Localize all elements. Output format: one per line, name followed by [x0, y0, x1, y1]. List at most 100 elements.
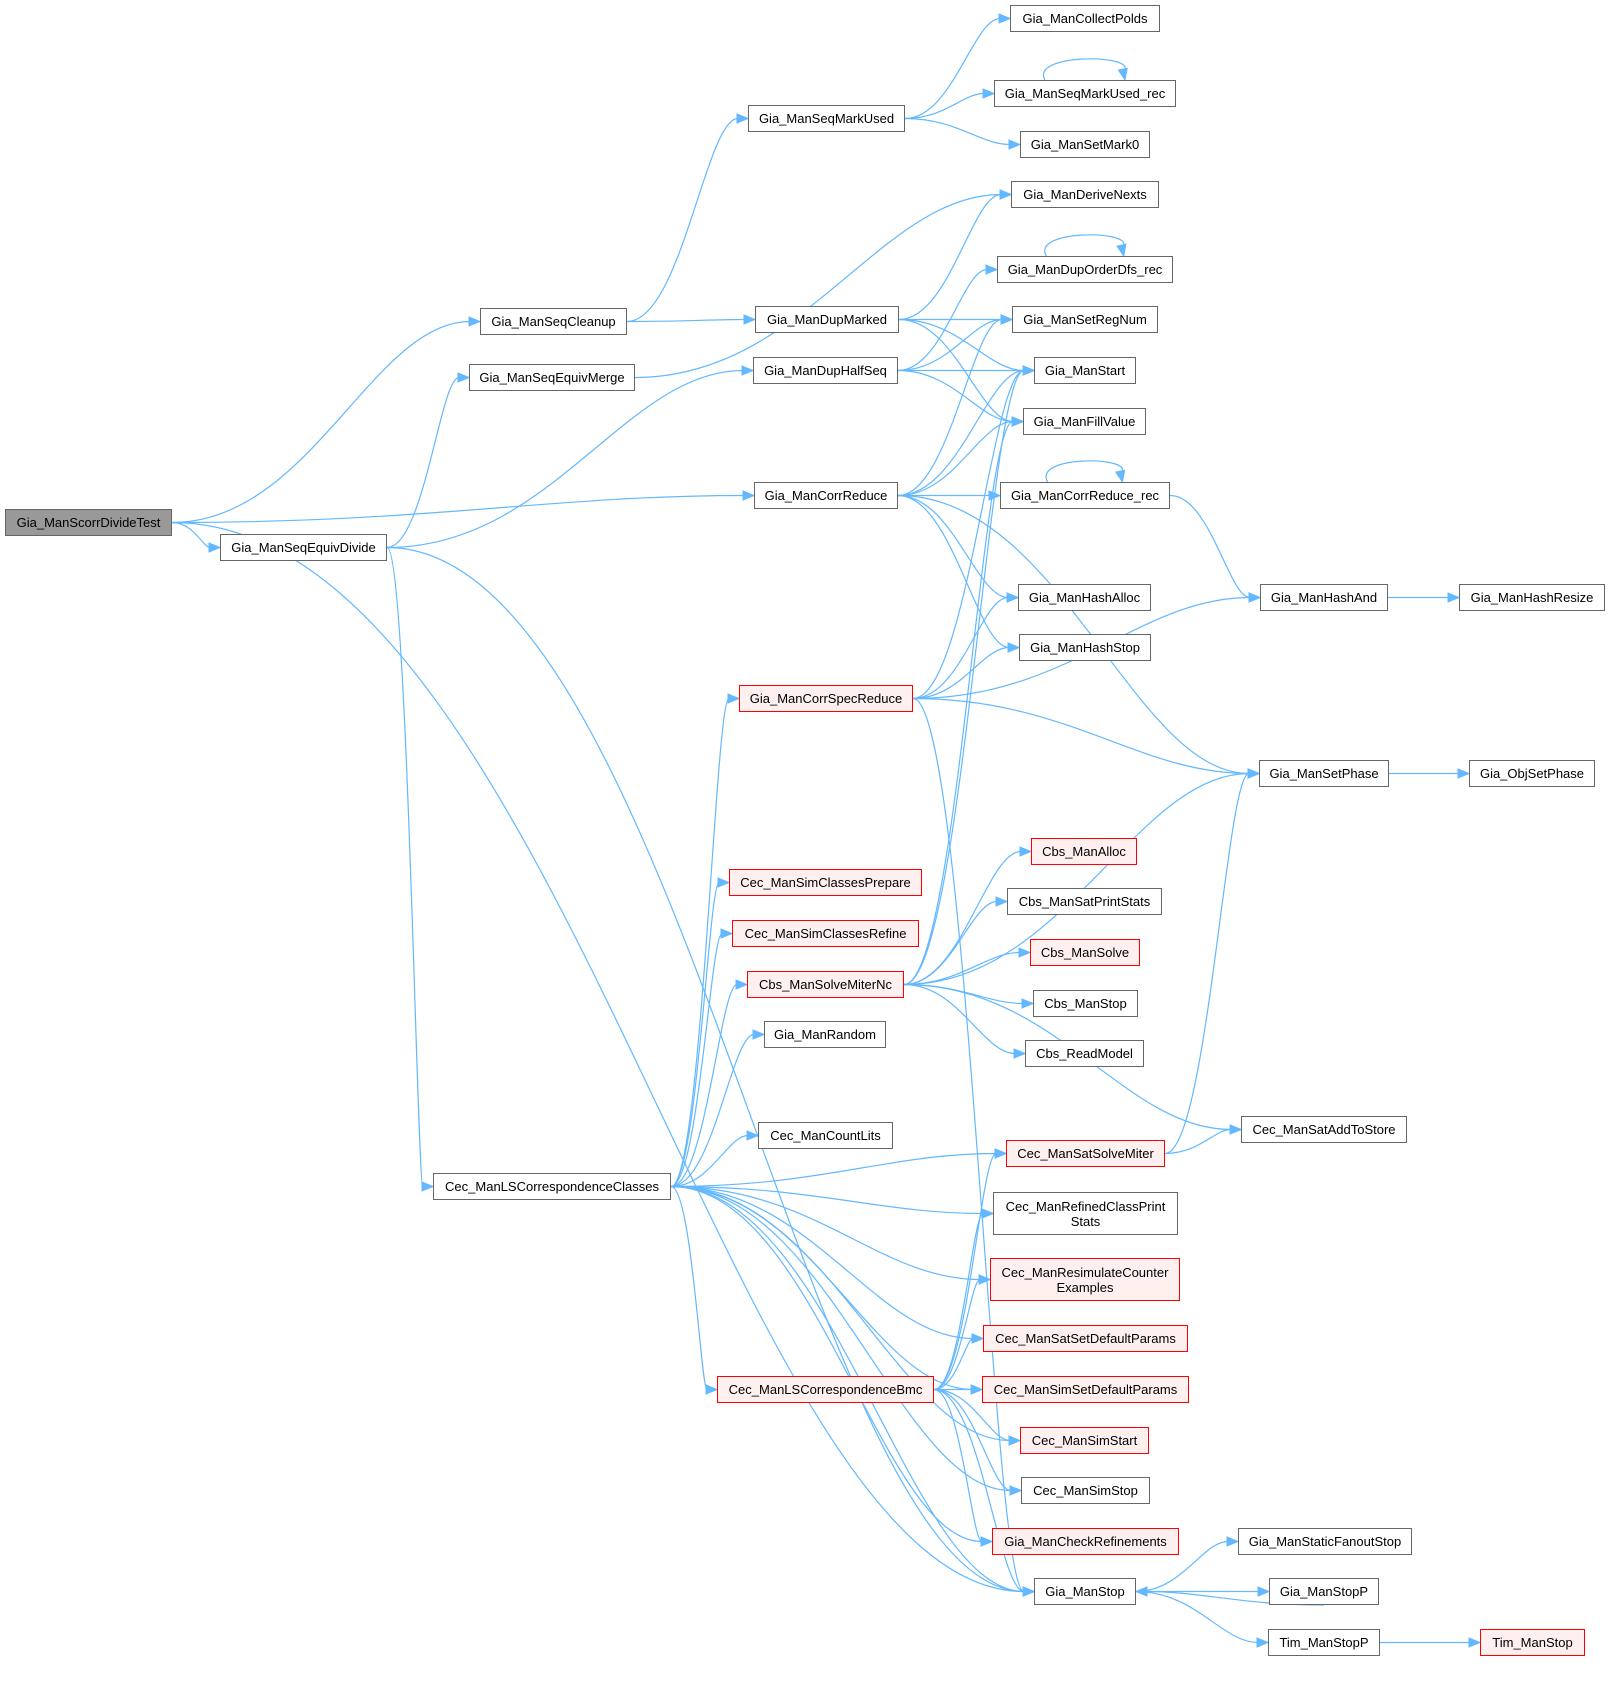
node-cec-man-count-lits[interactable]: Cec_ManCountLits [758, 1122, 893, 1149]
node-gia-man-hash-resize[interactable]: Gia_ManHashResize [1459, 584, 1605, 611]
edge-arrowhead [1008, 139, 1022, 150]
node-gia-man-random[interactable]: Gia_ManRandom [764, 1021, 886, 1048]
node-gia-man-dup-marked[interactable]: Gia_ManDupMarked [755, 306, 899, 333]
node-cec-man-sim-set-default-params[interactable]: Cec_ManSimSetDefaultParams [982, 1376, 1189, 1403]
node-gia-man-hash-alloc[interactable]: Gia_ManHashAlloc [1018, 584, 1151, 611]
node-gia-man-fill-value[interactable]: Gia_ManFillValue [1023, 408, 1146, 435]
node-cec-man-sim-stop[interactable]: Cec_ManSimStop [1021, 1477, 1150, 1504]
node-label: Cec_ManSimClassesPrepare [740, 875, 911, 890]
node-gia-man-corr-reduce[interactable]: Gia_ManCorrReduce [754, 482, 898, 509]
node-gia-man-hash-and[interactable]: Gia_ManHashAnd [1260, 584, 1388, 611]
node-cec-man-sat-add-to-store[interactable]: Cec_ManSatAddToStore [1241, 1116, 1407, 1143]
edge-n36-to-n31 [670, 1033, 755, 1188]
node-gia-man-collect-polds[interactable]: Gia_ManCollectPolds [1010, 5, 1160, 32]
edge-n29-to-n13 [903, 369, 1025, 986]
edge-arrowhead [468, 316, 482, 327]
node-gia-man-dup-order-dfs-rec[interactable]: Gia_ManDupOrderDfs_rec [997, 256, 1173, 283]
node-label: Gia_ManCorrSpecReduce [749, 691, 903, 706]
node-gia-man-derive-nexts[interactable]: Gia_ManDeriveNexts [1011, 181, 1159, 208]
edge-n36-to-n44 [670, 1185, 983, 1543]
edge-n3-to-n8 [634, 193, 1002, 379]
node-gia-man-set-phase[interactable]: Gia_ManSetPhase [1259, 760, 1389, 787]
edge-n35-to-n33 [1164, 1128, 1232, 1155]
node-label: Gia_ManDupHalfSeq [764, 363, 887, 378]
node-cec-man-sim-classes-refine[interactable]: Cec_ManSimClassesRefine [732, 920, 919, 947]
node-cec-man-sat-solve-miter[interactable]: Cec_ManSatSolveMiter [1006, 1140, 1165, 1167]
edge-arrowhead [1021, 998, 1035, 1009]
node-cec-man-refined-class-print-stats[interactable]: Cec_ManRefinedClassPrint Stats [993, 1192, 1178, 1235]
edge-arrowhead [1022, 365, 1036, 376]
edge-arrowhead [1022, 1586, 1036, 1597]
node-cec-man-lscorrespondence-bmc[interactable]: Cec_ManLSCorrespondenceBmc [717, 1376, 934, 1403]
edge-n35-to-n22 [1164, 772, 1250, 1155]
node-gia-obj-set-phase[interactable]: Gia_ObjSetPhase [1469, 760, 1595, 787]
edge-n36-to-n38 [670, 1185, 981, 1281]
node-gia-man-scorr-divide-test[interactable]: Gia_ManScorrDivideTest [5, 509, 172, 536]
node-gia-man-seq-cleanup[interactable]: Gia_ManSeqCleanup [480, 308, 627, 335]
node-gia-man-set-reg-num[interactable]: Gia_ManSetRegNum [1012, 306, 1158, 333]
edge-n21-to-n13 [912, 369, 1025, 700]
node-label: Cec_ManSatSetDefaultParams [995, 1331, 1176, 1346]
node-label: Gia_ManDupOrderDfs_rec [1007, 262, 1163, 277]
node-tim-man-stop-p[interactable]: Tim_ManStopP [1268, 1629, 1380, 1656]
edge-n36-to-n37 [670, 1185, 984, 1215]
node-label: Cbs_ManStop [1044, 996, 1127, 1011]
node-cbs-man-solve-miter-nc[interactable]: Cbs_ManSolveMiterNc [747, 971, 904, 998]
node-cbs-man-stop[interactable]: Cbs_ManStop [1033, 990, 1138, 1017]
node-gia-man-dup-half-seq[interactable]: Gia_ManDupHalfSeq [753, 357, 898, 384]
node-cbs-read-model[interactable]: Cbs_ReadModel [1025, 1040, 1144, 1067]
node-gia-man-check-refinements[interactable]: Gia_ManCheckRefinements [992, 1528, 1179, 1555]
node-label: Cbs_ManAlloc [1042, 844, 1126, 859]
edge-arrowhead [1247, 768, 1261, 779]
node-gia-man-seq-equiv-divide[interactable]: Gia_ManSeqEquivDivide [220, 534, 387, 561]
node-gia-man-corr-spec-reduce[interactable]: Gia_ManCorrSpecReduce [739, 685, 913, 712]
node-cec-man-lscorrespondence-classes[interactable]: Cec_ManLSCorrespondenceClasses [433, 1173, 671, 1200]
edge-n21-to-n22 [912, 697, 1250, 775]
edge-n1-to-n36 [386, 546, 424, 1188]
edge-arrowhead [1117, 67, 1128, 82]
node-cec-man-sim-classes-prepare[interactable]: Cec_ManSimClassesPrepare [729, 869, 922, 896]
edge-arrowhead [1457, 768, 1471, 779]
edge-arrowhead [1114, 469, 1126, 484]
node-gia-man-set-mark0[interactable]: Gia_ManSetMark0 [1020, 131, 1150, 158]
node-gia-man-hash-stop[interactable]: Gia_ManHashStop [1019, 634, 1151, 661]
node-label: Cec_ManSimStop [1033, 1483, 1138, 1498]
node-gia-man-stop-p[interactable]: Gia_ManStopP [1269, 1578, 1379, 1605]
edge-n0-to-n15 [171, 494, 745, 524]
node-gia-man-seq-equiv-merge[interactable]: Gia_ManSeqEquivMerge [469, 364, 635, 391]
node-tim-man-stop[interactable]: Tim_ManStop [1480, 1629, 1585, 1656]
edge-arrowhead [741, 365, 755, 376]
node-label: Gia_ManSetRegNum [1023, 312, 1147, 327]
edge-arrowhead [1008, 1435, 1022, 1446]
edge-n21-to-n19 [912, 596, 1009, 700]
node-label: Gia_ManSetPhase [1269, 766, 1379, 781]
edge-arrowhead [1019, 846, 1033, 857]
node-gia-man-start[interactable]: Gia_ManStart [1034, 357, 1136, 384]
node-gia-man-seq-mark-used[interactable]: Gia_ManSeqMarkUsed [748, 105, 905, 132]
edge-n12-to-n9 [897, 268, 988, 372]
node-gia-man-seq-mark-used-rec[interactable]: Gia_ManSeqMarkUsed_rec [994, 80, 1176, 107]
edge-n15-to-n20 [897, 494, 1010, 649]
edge-arrowhead [982, 88, 996, 99]
node-label: Gia_ManSeqEquivMerge [479, 370, 625, 385]
edge-arrowhead [735, 979, 749, 990]
node-cec-man-sat-set-default-params[interactable]: Cec_ManSatSetDefaultParams [983, 1325, 1188, 1352]
node-cbs-man-sat-print-stats[interactable]: Cbs_ManSatPrintStats [1007, 888, 1162, 915]
edge-arrowhead [994, 1148, 1008, 1159]
node-cbs-man-solve[interactable]: Cbs_ManSolve [1030, 939, 1140, 966]
node-cec-man-resimulate-counter-examples[interactable]: Cec_ManResimulateCounter Examples [990, 1258, 1180, 1301]
edge-n36-to-n40 [670, 1185, 708, 1391]
node-cbs-man-alloc[interactable]: Cbs_ManAlloc [1031, 838, 1137, 865]
edge-n29-to-n32 [903, 983, 1016, 1055]
edge-n36-to-n27 [670, 932, 723, 1188]
edge-arrowhead [457, 372, 471, 383]
node-cec-man-sim-start[interactable]: Cec_ManSimStart [1020, 1427, 1149, 1454]
node-label: Gia_ManSetMark0 [1030, 137, 1140, 152]
node-gia-man-corr-reduce-rec[interactable]: Gia_ManCorrReduce_rec [1000, 482, 1170, 509]
node-label: Gia_ManDupMarked [767, 312, 887, 327]
node-label: Gia_ObjSetPhase [1479, 766, 1585, 781]
edge-n21-to-n20 [912, 646, 1010, 700]
node-gia-man-stop[interactable]: Gia_ManStop [1034, 1578, 1136, 1605]
node-gia-man-static-fanout-stop[interactable]: Gia_ManStaticFanoutStop [1238, 1528, 1412, 1555]
